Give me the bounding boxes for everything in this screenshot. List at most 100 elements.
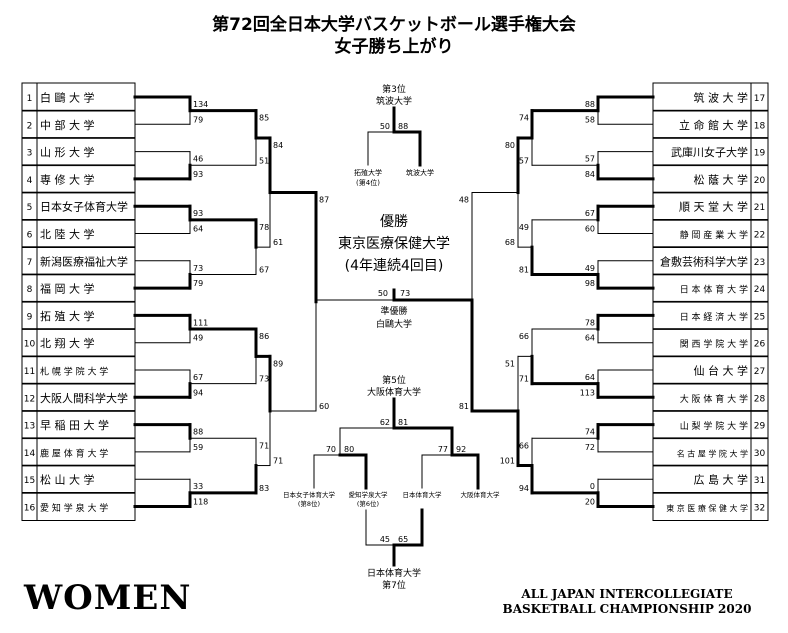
score: 71 [273,457,283,466]
team-name: 愛知学泉大学 [349,490,389,499]
champion-note: (4年連続4回目) [345,257,444,274]
runner-up-name: 白鷗大学 [376,318,412,330]
event-name-line2: BASKETBALL CHAMPIONSHIP 2020 [502,602,752,616]
score: 49 [519,223,529,232]
score: 111 [193,318,208,327]
score: 87 [319,196,329,205]
team-name: 筑波大学 [406,168,434,177]
seed-box [750,492,769,521]
seed-number: 26 [754,340,766,350]
seed-box [750,382,769,412]
score: 89 [273,359,283,368]
team-name: 拓 殖 大 学 [40,309,95,323]
seed-number: 29 [754,422,766,432]
score: 73 [193,264,203,273]
score: 79 [193,115,203,124]
seed-number: 3 [27,149,33,159]
score: 60 [319,402,329,411]
seventh-place-label: 第7位 [382,579,406,591]
score: 71 [519,375,529,384]
seed-number: 21 [754,203,765,213]
team-name: 日本女子体育大学 [283,490,336,499]
placement-note: (第6位) [357,499,379,508]
score: 62 [380,418,390,427]
score: 86 [259,332,269,341]
score: 94 [519,484,529,493]
seed-box [750,219,769,248]
seed-box [750,437,769,467]
score: 68 [505,238,515,247]
seed-number: 27 [754,367,765,377]
seed-box [750,246,769,276]
team-name: 愛 知 学 泉 大 学 [40,502,108,514]
third-place-winner: 筑波大学 [376,95,412,107]
score: 93 [193,209,203,218]
team-name: 名 古 屋 学 院 大 学 [677,448,748,458]
seed-box [750,355,769,385]
event-name-line1: ALL JAPAN INTERCOLLEGIATE [521,587,733,601]
score: 88 [398,122,408,131]
score: 20 [585,498,595,507]
team-name: 広 島 大 学 [694,473,749,487]
seed-number: 32 [754,504,765,514]
team-name: 武庫川女子大学 [671,145,748,159]
team-name: 札 幌 学 院 大 学 [40,366,108,378]
score: 51 [259,156,269,165]
score: 88 [193,428,203,437]
team-name: 鹿 屋 体 育 大 学 [40,447,108,459]
team-name: 専 修 大 学 [40,172,95,186]
score: 57 [585,155,595,164]
seed-box [750,82,769,112]
seed-number: 24 [754,285,766,295]
score: 0 [590,482,595,491]
seed-number: 6 [27,231,33,241]
team-name: 早 稲 田 大 学 [40,418,109,432]
score: 74 [585,428,595,437]
seed-number: 8 [27,285,33,295]
champion-name: 東京医療保健大学 [338,235,450,252]
team-name: 東 京 医 療 保 健 大 学 [666,503,748,513]
seed-box [750,328,769,358]
score: 60 [585,225,595,234]
score: 81 [519,265,529,274]
seed-number: 17 [754,94,765,104]
team-name: 倉敷芸術科学大学 [660,254,748,268]
score: 84 [585,170,595,179]
seed-number: 16 [24,504,36,514]
team-name: 関 西 学 院 大 学 [680,338,748,350]
score: 73 [259,375,269,384]
seed-box [750,464,769,494]
team-name: 日 本 体 育 大 学 [680,284,748,296]
team-name: 北 陸 大 学 [40,227,95,241]
seed-box [750,191,769,221]
seed-box [750,137,769,167]
score: 80 [505,141,515,150]
score: 71 [259,441,269,450]
score: 67 [585,209,595,218]
seed-number: 1 [27,94,33,104]
team-name: 福 岡 大 学 [40,282,95,296]
score: 64 [585,373,595,382]
seed-number: 23 [754,258,765,268]
women-label: WOMEN [24,578,192,618]
score: 57 [519,156,529,165]
team-name: 立 命 館 大 学 [679,118,748,132]
score: 134 [193,100,208,109]
score: 51 [505,359,515,368]
score: 48 [459,196,469,205]
score: 93 [193,170,203,179]
score: 61 [273,238,283,247]
score: 72 [585,443,595,452]
score: 78 [259,223,269,232]
score: 98 [585,279,595,288]
team-name: 日本女子体育大学 [40,200,128,214]
seed-number: 30 [754,449,766,459]
seed-number: 22 [754,231,765,241]
score: 59 [193,443,203,452]
score: 79 [193,279,203,288]
team-name: 山 形 大 学 [40,145,95,159]
seed-number: 25 [754,312,765,322]
seed-box [750,164,769,194]
score: 113 [580,388,595,397]
score: 94 [193,388,203,397]
